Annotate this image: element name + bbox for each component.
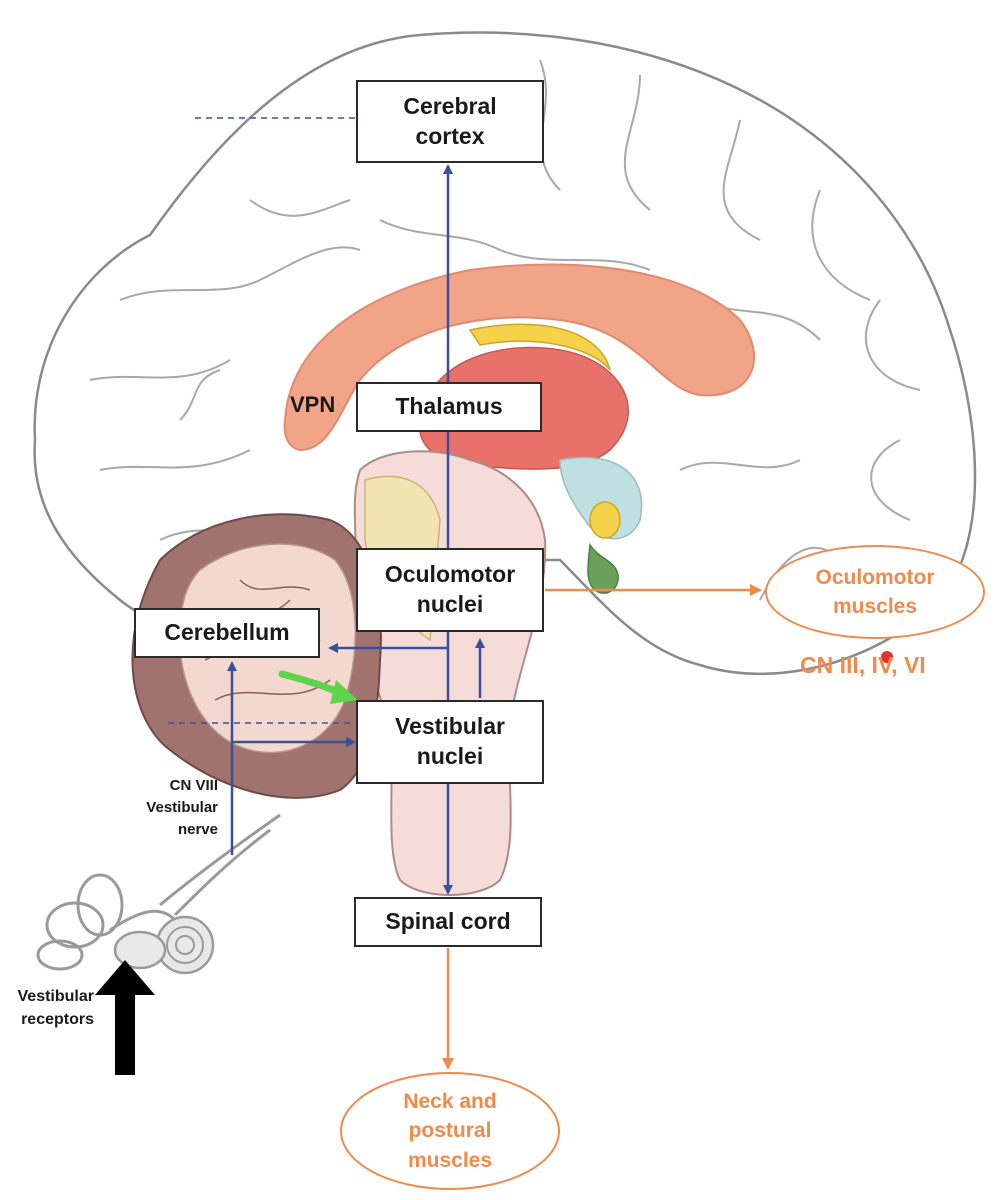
oculomotor-muscles-line1: Oculomotor [815, 565, 935, 589]
green-arrow [278, 670, 358, 704]
neck-postural-line2: postural [408, 1119, 492, 1143]
vestibular-receptors-label: Vestibular receptors [0, 985, 94, 1031]
oculomotor-nuclei-line1: Oculomotor [384, 561, 516, 588]
hypothalamus-region [559, 456, 643, 540]
oculomotor-nuclei-line2: nuclei [416, 591, 484, 617]
cerebral-cortex-line2: cortex [415, 122, 485, 149]
cerebral-cortex-box: Cerebral cortex [356, 80, 544, 163]
cn-viii-line2: Vestibular [146, 798, 218, 816]
cn-viii-line3: nerve [177, 820, 218, 838]
oculomotor-nuclei-box: Oculomotor nuclei [356, 548, 544, 632]
mammillary-body [589, 501, 621, 539]
corpus-callosum [283, 263, 756, 452]
cerebral-cortex-line1: Cerebral [403, 92, 497, 119]
oculomotor-muscles-oval: Oculomotor muscles [765, 545, 985, 639]
fornix [468, 323, 611, 371]
output-lines [442, 584, 762, 1070]
cursor-dot [881, 651, 893, 663]
cerebellum-box: Cerebellum [134, 608, 320, 658]
thalamus-label: Thalamus [395, 393, 503, 420]
cranial-nerves-label: CN III, IV, VI [800, 652, 926, 678]
vpn-label: VPN [290, 392, 336, 417]
neck-postural-muscles-oval: Neck and postural muscles [340, 1072, 560, 1190]
cerebellum-label: Cerebellum [164, 619, 290, 646]
spinal-cord-box: Spinal cord [354, 897, 542, 947]
vestibular-nuclei-line1: Vestibular [395, 713, 505, 740]
vestibular-receptors-line1: Vestibular [17, 988, 94, 1005]
spinal-cord-label: Spinal cord [385, 908, 511, 935]
cn-viii-label: CN VIII Vestibular nerve [100, 775, 218, 840]
vestibular-nuclei-box: Vestibular nuclei [356, 700, 544, 784]
oculomotor-muscles-line2: muscles [832, 595, 918, 618]
vestibular-receptors-line2: receptors [21, 1011, 94, 1029]
thalamus-box: Thalamus [356, 382, 542, 432]
vestibular-receptor-arrow [95, 960, 155, 1075]
vestibular-nuclei-line2: nuclei [416, 743, 484, 769]
inner-ear [36, 813, 281, 971]
neck-postural-line3: muscles [407, 1148, 493, 1172]
cn-viii-line1: CN VIII [169, 777, 218, 794]
neck-postural-line1: Neck and [403, 1089, 497, 1113]
